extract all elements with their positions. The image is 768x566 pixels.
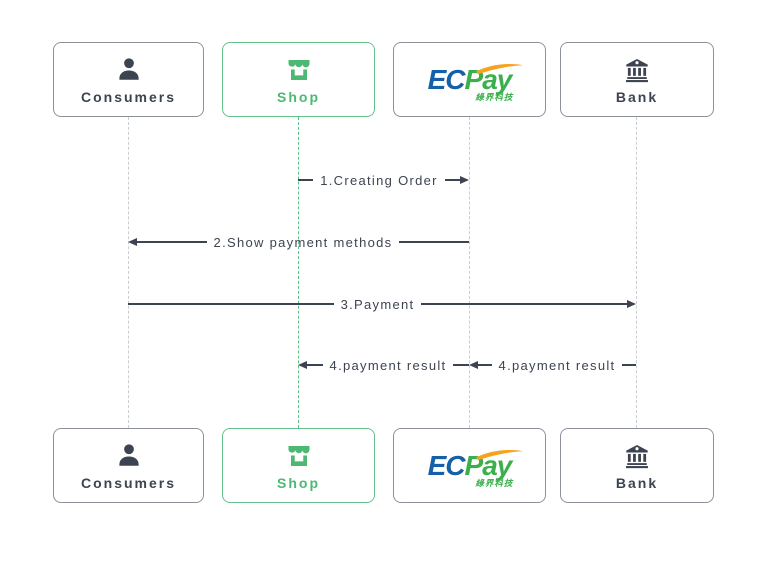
message-label: 3.Payment (340, 296, 415, 312)
person-icon (118, 58, 139, 80)
actor-label-bank: Bank (615, 89, 659, 105)
message-line (399, 241, 469, 243)
message-label: 4.payment result (329, 357, 447, 373)
message-payment: 3.Payment (128, 295, 636, 313)
lifeline-shop (298, 117, 299, 428)
message-line (421, 303, 627, 305)
actor-label-shop: Shop (277, 475, 320, 491)
actor-shop-bottom: Shop (222, 428, 375, 503)
store-icon (288, 446, 309, 466)
arrowhead-left-icon (298, 361, 307, 369)
ecpay-logo-subtext: 綠界科技 (475, 92, 514, 102)
actor-label-consumers: Consumers (80, 475, 177, 491)
message-line (307, 364, 323, 366)
message-line (128, 303, 334, 305)
lifeline-consumers (128, 117, 129, 428)
arrowhead-left-icon (469, 361, 478, 369)
lifeline-ecpay (469, 117, 470, 428)
store-icon (288, 60, 309, 80)
arrowhead-right-icon (460, 176, 469, 184)
message-payment-result-to-ecpay: 4.payment result (469, 356, 636, 374)
message-label: 2.Show payment methods (213, 234, 393, 250)
actor-consumers-bottom: Consumers (53, 428, 204, 503)
message-label: 4.payment result (498, 357, 616, 373)
actor-bank-top: Bank (560, 42, 714, 117)
arrowhead-right-icon (627, 300, 636, 308)
ecpay-logo-subtext: 綠界科技 (475, 478, 514, 488)
actor-ecpay-top: ECPay 綠界科技 (393, 42, 546, 117)
message-creating-order: 1.Creating Order (298, 171, 469, 189)
bank-icon (626, 445, 648, 469)
ecpay-swoosh-icon (476, 449, 524, 460)
arrowhead-left-icon (128, 238, 137, 246)
message-payment-result-to-shop: 4.payment result (298, 356, 469, 374)
message-show-payment-methods: 2.Show payment methods (128, 233, 469, 251)
message-line (453, 364, 469, 366)
actor-consumers-top: Consumers (53, 42, 204, 117)
ecpay-logo: ECPay 綠界科技 (427, 63, 524, 101)
message-line (622, 364, 636, 366)
actor-shop-top: Shop (222, 42, 375, 117)
actor-label-shop: Shop (277, 89, 320, 105)
message-line (298, 179, 314, 181)
bank-icon (626, 59, 648, 83)
message-line (137, 241, 207, 243)
ecpay-swoosh-icon (476, 63, 524, 74)
ecpay-logo-ec: EC (427, 63, 466, 95)
actor-ecpay-bottom: ECPay 綠界科技 (393, 428, 546, 503)
lifeline-bank (636, 117, 637, 428)
actor-label-consumers: Consumers (80, 89, 177, 105)
message-line (478, 364, 492, 366)
actor-label-bank: Bank (615, 475, 659, 491)
message-label: 1.Creating Order (320, 172, 438, 188)
actor-bank-bottom: Bank (560, 428, 714, 503)
message-line (444, 179, 460, 181)
ecpay-logo-ec: EC (427, 449, 466, 481)
person-icon (118, 444, 139, 466)
ecpay-logo: ECPay 綠界科技 (427, 449, 524, 487)
